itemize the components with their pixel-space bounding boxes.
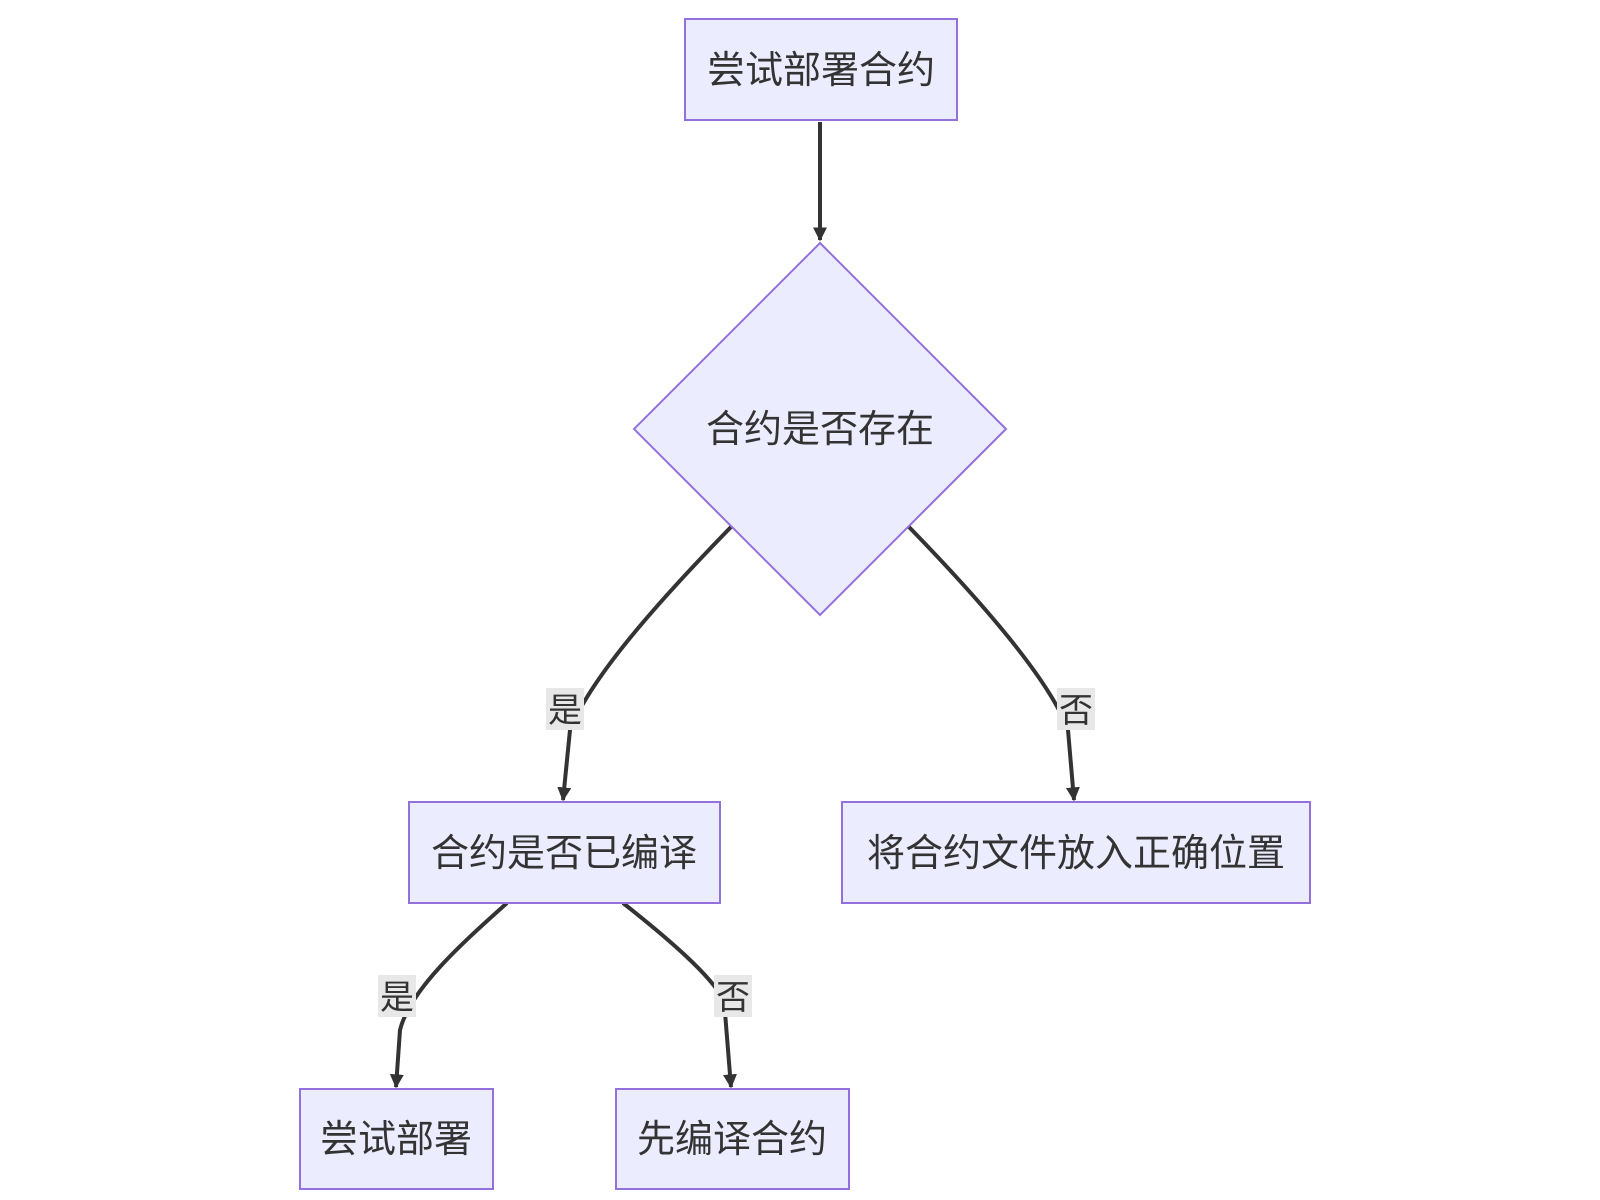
node-label: 尝试部署合约 — [707, 48, 935, 92]
node-compiled-check: 合约是否已编译 — [408, 801, 721, 904]
edge-label-exists-yes: 是 — [546, 688, 584, 731]
edge-exists-yes — [557, 525, 733, 802]
edge-label-text: 否 — [716, 978, 750, 1018]
node-label: 合约是否已编译 — [431, 831, 697, 875]
node-try-deploy: 尝试部署 — [299, 1088, 494, 1190]
node-compile-first: 先编译合约 — [615, 1088, 850, 1190]
edge-label-exists-no: 否 — [1057, 688, 1095, 731]
node-label: 尝试部署 — [320, 1117, 472, 1161]
edge-label-text: 是 — [548, 691, 582, 731]
edge-label-compiled-yes: 是 — [378, 975, 416, 1018]
edge-compiled-yes — [389, 901, 509, 1089]
node-place-file: 将合约文件放入正确位置 — [841, 801, 1311, 904]
edge-label-text: 否 — [1059, 691, 1093, 731]
node-label: 先编译合约 — [637, 1117, 827, 1161]
node-exists-check: 合约是否存在 — [632, 241, 1008, 617]
edge-label-compiled-no: 否 — [714, 975, 752, 1018]
node-label: 将合约文件放入正确位置 — [867, 831, 1285, 875]
node-start: 尝试部署合约 — [684, 18, 958, 121]
edge-exists-no — [907, 525, 1080, 802]
edge-label-text: 是 — [380, 978, 414, 1018]
node-label: 合约是否存在 — [706, 407, 934, 451]
